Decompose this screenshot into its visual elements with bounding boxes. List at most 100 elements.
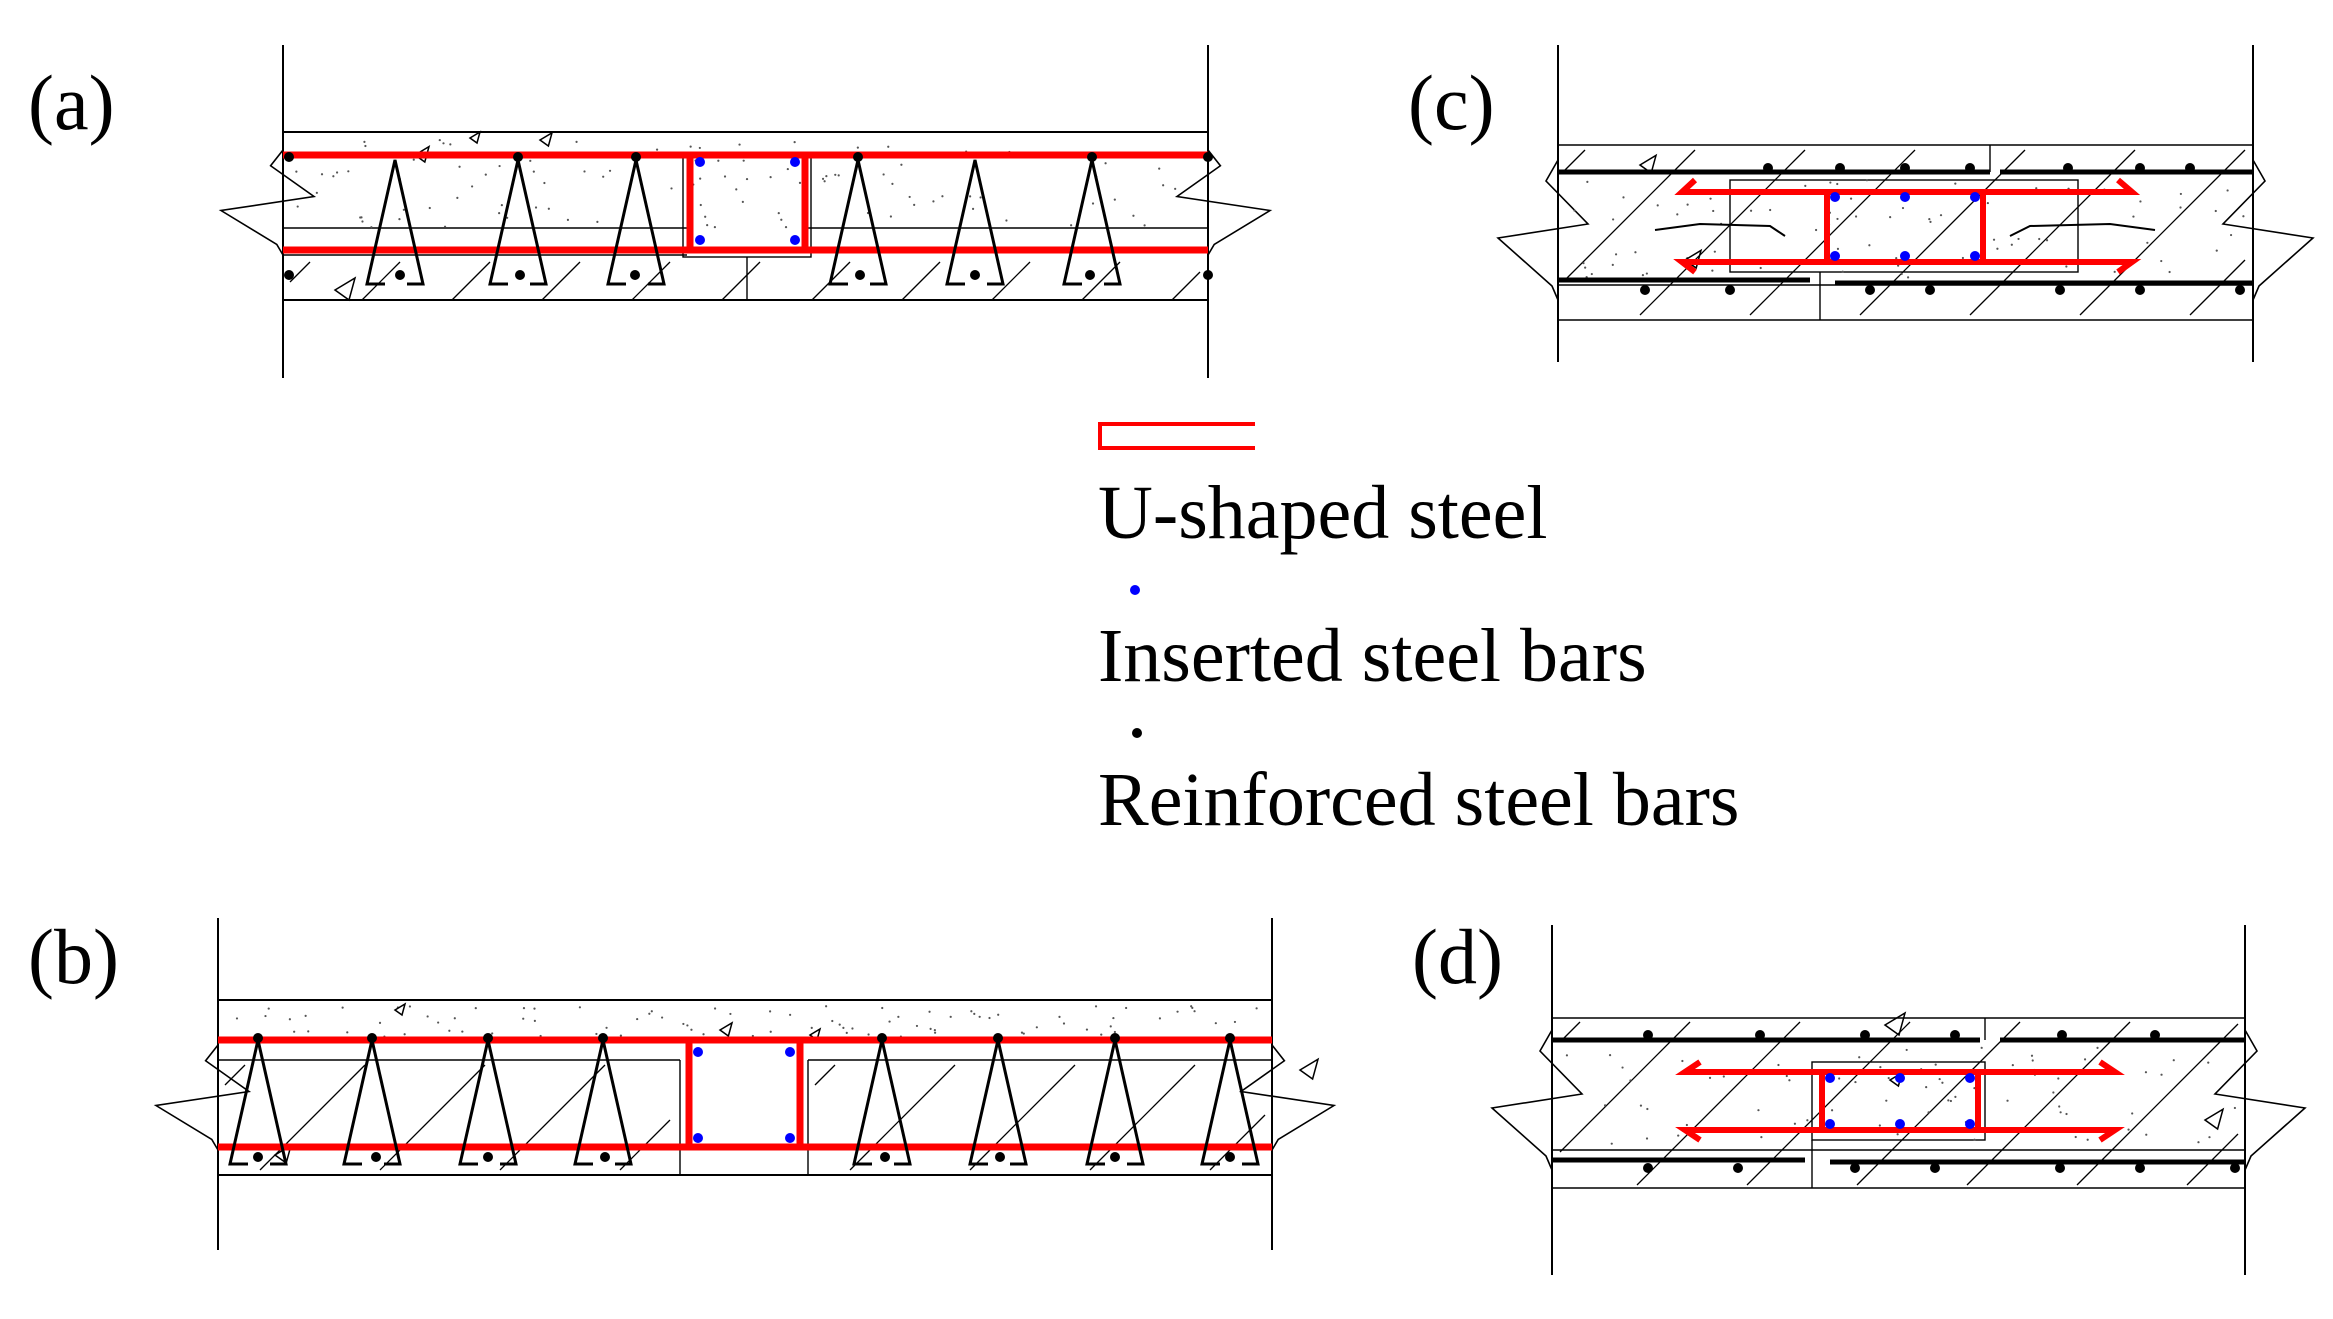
panel-a-reinforced-bar (513, 152, 523, 162)
panel-c-concrete-speckle (1928, 218, 1931, 221)
panel-d-concrete-speckle (1757, 1109, 1760, 1112)
panel-d-reinforced-bar (1643, 1030, 1653, 1040)
panel-d-concrete-speckle (2031, 1059, 2034, 1062)
panel-a-concrete-speckle (402, 208, 405, 211)
panel-a-truss (945, 159, 1005, 286)
panel-d-concrete-speckle (1760, 1135, 1763, 1139)
panel-d-break-right (2213, 1029, 2307, 1171)
panel-b-hatch (1089, 1064, 1196, 1171)
panel-b-inserted-bar (693, 1047, 703, 1057)
panel-b-inserted-bar (693, 1133, 703, 1143)
panel-b-concrete-speckle (933, 1029, 936, 1032)
panel-c-concrete-speckle (1676, 213, 1679, 216)
panel-c-concrete-speckle (1841, 270, 1844, 273)
panel-c-inserted-bar (1830, 192, 1840, 202)
panel-a-concrete-speckle (908, 195, 911, 199)
panel-a-concrete-speckle (543, 181, 546, 185)
panel-c-concrete-speckle (2113, 270, 2116, 273)
panel-d-reinforced-bar (1850, 1163, 1860, 1173)
panel-d-concrete-speckle (2127, 1128, 2130, 1131)
panel-c-hatch (1639, 149, 1806, 316)
panel-c-concrete-speckle (1584, 266, 1587, 269)
panel-b-concrete-speckle (403, 1033, 406, 1036)
panel-b-reinforced-bar (877, 1033, 887, 1043)
panel-b-concrete-speckle (1085, 1028, 1089, 1031)
panel-c-reinforced-bar (1865, 285, 1875, 295)
panel-a-concrete-speckle (825, 175, 828, 178)
panel-d-concrete-speckle (2065, 1112, 2068, 1116)
panel-d-break-left (1490, 1029, 1584, 1171)
panel-b-concrete-speckle (453, 1017, 456, 1020)
panel-a-concrete-speckle (769, 175, 772, 179)
panel-a-concrete-speckle (566, 218, 570, 221)
panel-c-concrete-speckle (2132, 215, 2135, 218)
panel-d-concrete-speckle (1777, 1063, 1780, 1067)
panel-a-concrete-speckle (745, 177, 749, 181)
panel-d-concrete-speckle (1722, 1075, 1725, 1078)
panel-a-reinforced-bar (630, 270, 640, 280)
panel-d-reinforced-bar (2150, 1030, 2160, 1040)
panel-c-concrete-speckle (1829, 181, 1832, 184)
panel-a-concrete-speckle (670, 187, 673, 190)
panel-a-concrete-speckle (575, 140, 578, 143)
panel-b-concrete-speckle (474, 1007, 477, 1010)
panel-d-concrete-speckle (1677, 1134, 1680, 1137)
panel-b-concrete-speckle (341, 1006, 344, 1009)
panel-d-concrete-speckle (2160, 1073, 2163, 1076)
panel-d-label: (d) (1412, 913, 1503, 1000)
panel-c-concrete-speckle (1641, 273, 1645, 277)
panel-a-truss (365, 159, 425, 286)
panel-d-concrete-speckle (1973, 1138, 1976, 1141)
panel-c-concrete-speckle (1709, 197, 1712, 200)
panel-a-reinforced-bar (1085, 270, 1095, 280)
panel-c-concrete-speckle (1814, 228, 1818, 232)
panel-b-concrete-speckle (307, 1030, 310, 1033)
panel-d-concrete-speckle (2030, 1054, 2034, 1057)
panel-a-reinforced-bar (284, 152, 294, 162)
panel-d-concrete-speckle (1639, 1104, 1643, 1107)
panel-d-inserted-bar (1965, 1073, 1975, 1083)
panel-d-reinforced-bar (1733, 1163, 1743, 1173)
panel-c-concrete-speckle (2065, 265, 2068, 268)
panel-a-break-right (1174, 149, 1273, 256)
panel-c-concrete-speckle (1711, 269, 1714, 272)
panel-c-concrete-speckle (2168, 270, 2171, 274)
panel-c-inserted-bar (1970, 251, 1980, 261)
legend-inserted-steel-bars-label: Inserted steel bars (1098, 614, 1647, 698)
panel-a-hatch (901, 261, 941, 301)
panel-b-concrete-speckle (448, 1029, 451, 1032)
panel-a-concrete-speckle (798, 181, 802, 184)
panel-b-concrete-speckle (933, 1031, 937, 1034)
panel-d-concrete-speckle (2059, 1111, 2062, 1114)
panel-b-concrete-speckle (264, 1014, 267, 1018)
panel-a-aggregate (538, 131, 554, 148)
panel-d-concrete-speckle (1621, 1066, 1624, 1069)
panel-c-concrete-speckle (1954, 182, 1957, 185)
panel-b-concrete-speckle (1214, 1022, 1217, 1025)
panel-b-concrete-speckle (1058, 1015, 1061, 1018)
panel-d-u-steel-top (1675, 1059, 2125, 1075)
panel-a-concrete-speckle (442, 142, 445, 145)
panel-b-concrete-speckle (825, 1005, 828, 1008)
panel-a-concrete-speckle (438, 138, 441, 142)
panel-a-concrete-speckle (941, 195, 944, 198)
panel-d-concrete-speckle (2006, 1099, 2009, 1102)
panel-a-concrete-speckle (295, 170, 298, 173)
panel-c-aggregate (1638, 153, 1658, 175)
panel-c-concrete-speckle (1769, 208, 1772, 212)
panel-a-concrete-speckle (698, 146, 701, 150)
panel-b-concrete-speckle (522, 1007, 526, 1010)
panel-a-concrete-speckle (471, 185, 474, 188)
panel-a-concrete-speckle (784, 226, 788, 229)
panel-d-concrete-speckle (1681, 1059, 1684, 1063)
panel-c-concrete-speckle (2229, 233, 2233, 237)
panel-c-concrete-speckle (2214, 209, 2217, 213)
panel-b-concrete-speckle (461, 1030, 464, 1033)
panel-a-concrete-speckle (699, 177, 702, 180)
panel-c-concrete-speckle (1586, 180, 1589, 183)
panel-a-reinforced-bar (284, 270, 294, 280)
panel-a-concrete-speckle (713, 226, 716, 229)
panel-c-concrete-speckle (1749, 209, 1753, 212)
